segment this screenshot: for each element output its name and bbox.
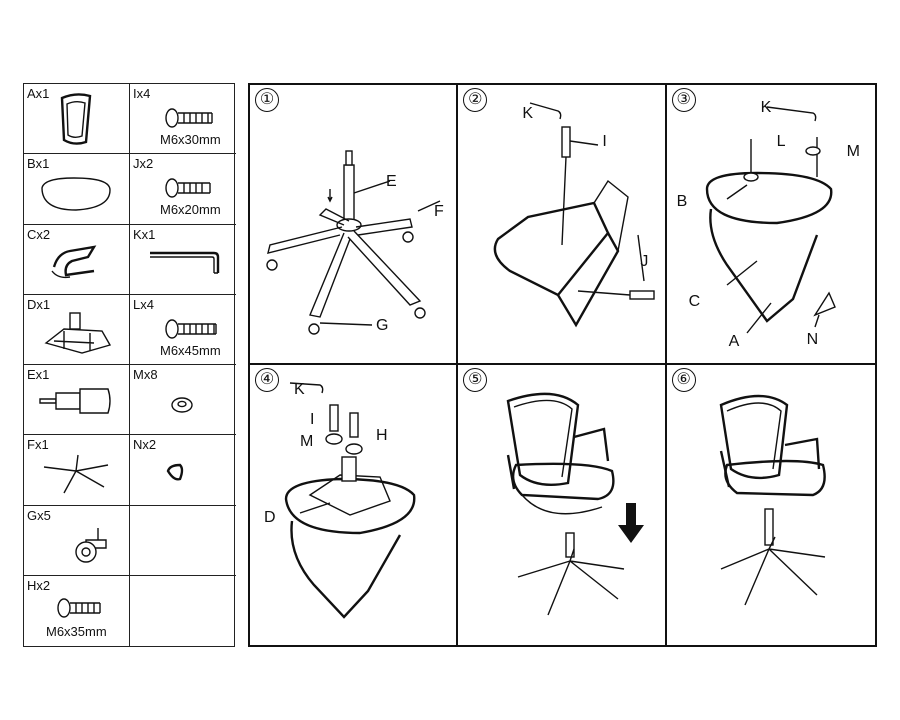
part-h: Hx2 M6x35mm [24,575,130,646]
step-number: ⑤ [463,368,488,392]
part-l: Lx4 M6x45mm [130,295,236,365]
part-label: Ax1 [27,86,50,101]
bolt-icon [165,319,217,339]
callout-label: E [386,173,397,190]
mechanism-attach-illustration [284,382,416,619]
cap-icon [166,464,184,481]
part-label: Nx2 [133,437,157,453]
callout-label: G [376,317,389,334]
chair-mounting-illustration [506,392,645,616]
part-size: M6x45mm [160,342,221,358]
part-d: Dx1 [24,294,130,365]
callout-label: F [434,203,444,220]
step-6: ⑥ [667,365,875,645]
part-k: Kx1 [130,225,236,295]
bolt-icon [165,178,211,198]
step-number: ⑥ [671,368,696,392]
bolt-icon [57,598,101,618]
step-5: ⑤ [458,365,667,645]
part-size: M6x20mm [160,202,221,218]
callout-label: B [676,193,688,210]
part-label: Gx5 [27,507,51,523]
callout-label: I [310,411,315,428]
part-i: Ix4 M6x30mm [130,84,236,155]
callout-label: K [294,381,305,398]
step-number: ③ [671,88,696,112]
step-1: ① E F G [250,85,459,365]
part-label: Ix4 [133,86,151,101]
callout-label: K [522,105,533,122]
part-n: Nx2 [130,435,236,506]
backrest-frame-icon [60,93,92,145]
base-assembly-illustration [266,150,441,335]
step-4: ④ K I M H D [250,365,459,645]
part-label: Kx1 [133,226,156,242]
part-b: Bx1 [24,154,130,225]
step-number: ② [463,88,488,112]
part-label: Hx2 [27,577,51,593]
callout-label: C [688,293,701,310]
callout-label: K [760,99,772,116]
callout-label: N [806,331,819,348]
part-f: Fx1 [24,435,130,506]
assembly-steps: ① E F G ② K I J [248,83,877,647]
part-label: Mx8 [133,367,158,382]
part-label: Bx1 [27,156,50,172]
part-a: Ax1 [24,84,130,155]
seat-cushion-icon [41,177,111,211]
part-label: Jx2 [133,156,154,172]
part-e: Ex1 [24,365,130,436]
caster-icon [75,527,107,563]
part-j: Jx2 M6x20mm [130,154,236,225]
parts-list: Ax1 Ix4 M6x30mm Bx1 Jx2 M6x20mm Cx2 [23,83,236,647]
part-label: Ex1 [27,367,50,382]
part-empty [130,506,236,576]
part-g: Gx5 [24,505,130,576]
part-label: Dx1 [27,296,51,312]
allen-key-icon [150,251,220,274]
connector-bracket-icon [51,244,97,278]
callout-label: A [728,333,740,350]
step-3: ③ K L M B C A N [666,85,875,365]
part-empty [130,576,236,646]
part-m: Mx8 [130,365,236,436]
callout-label: I [602,133,607,150]
seat-attach-illustration [705,106,836,334]
callout-label: M [300,433,314,450]
part-label: Fx1 [27,437,49,453]
callout-label: M [846,143,860,160]
callout-label: J [640,253,649,270]
part-c: Cx2 [24,224,130,295]
seat-mechanism-icon [44,312,112,354]
completed-chair-illustration [719,394,826,606]
step-2: ② K I J [458,85,667,365]
gas-lift-icon [39,388,111,414]
callout-label: H [376,427,388,444]
part-label: Lx4 [133,296,154,312]
part-label: Cx2 [27,226,51,242]
washer-icon [171,397,193,413]
step-number: ① [255,88,279,112]
callout-label: D [264,509,276,526]
callout-label: L [776,133,786,150]
bolt-icon [165,108,213,128]
star-base-icon [43,455,109,494]
part-size: M6x35mm [46,623,107,639]
backrest-attach-illustration [494,102,656,328]
part-size: M6x30mm [160,132,221,147]
step-number: ④ [255,368,279,392]
